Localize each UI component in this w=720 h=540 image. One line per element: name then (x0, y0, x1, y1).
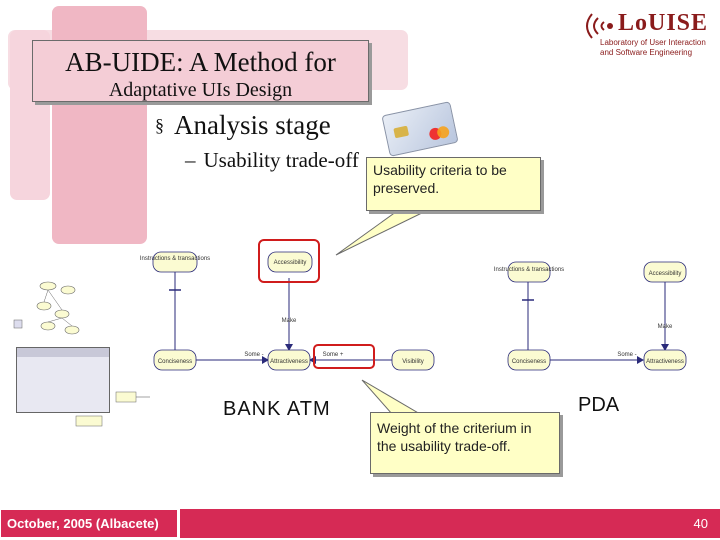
highlight-accessibility (258, 239, 320, 283)
footer-bar: 40 (180, 509, 720, 538)
highlight-some-plus (313, 344, 375, 369)
link-label-make: Make (282, 318, 297, 324)
node-label: Instructions & transactions (140, 256, 210, 262)
logo-name: LoUISE (618, 10, 709, 36)
slide-title: AB-UIDE: A Method for (65, 47, 336, 77)
callout-criterium-weight: Weight of the criterium in the usability… (370, 412, 560, 474)
title-box: AB-UIDE: A Method for Adaptative UIs Des… (32, 40, 369, 102)
link-label-make: Make (658, 324, 673, 330)
node-accessibility (267, 251, 313, 273)
node-label: Conciseness (512, 359, 546, 365)
link-label-some-minus: Some - (617, 352, 636, 358)
pda-node-instructions (507, 261, 551, 283)
thumbnail-titlebar (17, 348, 109, 357)
node-conciseness (153, 349, 197, 371)
node-instructions (152, 251, 198, 273)
logo-subtitle-1: Laboratory of User Interaction (600, 38, 706, 47)
callout-pointer-weight (361, 379, 422, 415)
node-label: Accessibility (649, 271, 682, 277)
pda-node-conciseness (507, 349, 551, 371)
pda-node-attractiveness (643, 349, 687, 371)
pda-node-accessibility (643, 261, 687, 283)
callout-pointer-criteria (335, 208, 431, 256)
subbullet-usability-tradeoff: –Usability trade-off (185, 148, 359, 173)
arrow-head (262, 356, 269, 364)
node-label: Attractiveness (270, 359, 308, 365)
arrow-head (637, 356, 644, 364)
signal-waves-icon (586, 13, 613, 39)
page-number: 40 (693, 516, 708, 531)
bullet-mark: § (155, 115, 164, 135)
node-label: Instructions & transactions (494, 267, 564, 273)
node-visibility (391, 349, 435, 371)
footer: October, 2005 (Albacete) 40 (0, 509, 720, 540)
arrow-head (661, 344, 669, 351)
bullet-text: Analysis stage (174, 110, 331, 140)
dash-mark: – (185, 148, 196, 172)
slide-subtitle: Adaptative UIs Design (108, 79, 293, 101)
link-label-some-plus: Some + (323, 352, 344, 358)
node-label: Accessibility (274, 260, 307, 266)
pda-label: PDA (578, 394, 620, 416)
callout-usability-criteria: Usability criteria to be preserved. (366, 157, 541, 211)
node-attractiveness (267, 349, 311, 371)
link-label-some-minus: Some - (244, 352, 263, 358)
node-label: Conciseness (158, 359, 192, 365)
louise-logo: LoUISE Laboratory of User Interaction an… (578, 6, 716, 58)
node-label: Visibility (402, 359, 424, 365)
bullet-analysis-stage: § Analysis stage (155, 110, 331, 141)
login-window-thumbnail (16, 347, 110, 413)
subbullet-text: Usability trade-off (203, 148, 359, 172)
bank-atm-label: BANK ATM (223, 398, 331, 420)
node-label: Attractiveness (646, 359, 684, 365)
logo-subtitle-2: and Software Engineering (600, 48, 693, 57)
arrow-head (285, 344, 293, 351)
footer-date: October, 2005 (Albacete) (0, 509, 178, 538)
